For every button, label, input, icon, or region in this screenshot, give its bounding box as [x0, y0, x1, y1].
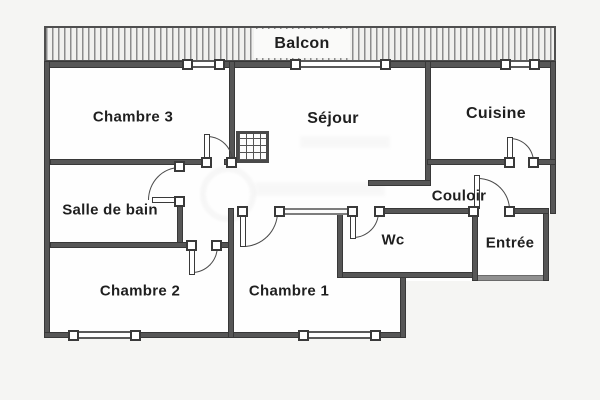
window-jamb — [529, 59, 540, 70]
room-label-balcon: Balcon — [274, 34, 330, 52]
door-jamb — [201, 157, 212, 168]
door-leaf-wc — [350, 215, 356, 239]
wall-sejour-bottom — [368, 180, 431, 186]
window-chambre2 — [77, 331, 133, 339]
wall-cuisine-bottom-right — [531, 159, 556, 165]
window-jamb — [370, 330, 381, 341]
wall-chambre3-sejour — [229, 61, 235, 163]
wall-couloir-mid — [380, 208, 469, 214]
window-jamb — [380, 59, 391, 70]
window-jamb — [130, 330, 141, 341]
wall-wc-left — [337, 208, 343, 278]
room-label-sejour: Séjour — [307, 110, 359, 127]
window-jamb — [182, 59, 193, 70]
balcony-hatch: Balcon — [44, 26, 556, 62]
door-jamb — [374, 206, 385, 217]
door-leaf-chambre2 — [189, 250, 195, 275]
room-label-couloir: Couloir — [431, 187, 487, 205]
wall-wc-bottom — [337, 272, 478, 278]
wall-bottom — [44, 332, 406, 338]
wall-wc-entree — [472, 208, 478, 281]
wall-step-vertical — [400, 277, 406, 338]
door-jamb — [237, 206, 248, 217]
wall-right — [550, 61, 556, 214]
door-jamb — [211, 240, 222, 251]
door-jamb — [174, 161, 185, 172]
wall-sejour-cuisine — [425, 61, 431, 186]
window-jamb — [214, 59, 225, 70]
room-label-chambre-1: Chambre 1 — [248, 282, 330, 300]
door-jamb — [468, 206, 479, 217]
door-leaf-chambre1 — [240, 215, 246, 247]
window-jamb — [290, 59, 301, 70]
door-jamb — [504, 157, 515, 168]
door-jamb — [186, 240, 197, 251]
door-jamb — [174, 196, 185, 207]
partition-couloir-thin — [282, 208, 348, 215]
door-jamb — [226, 157, 237, 168]
wall-entree-right — [543, 208, 549, 281]
window-jamb — [500, 59, 511, 70]
window-jamb — [68, 330, 79, 341]
wall-chambre2-chambre1 — [228, 208, 234, 338]
wall-couloir-right — [508, 208, 549, 214]
door-jamb — [528, 157, 539, 168]
wall-sdb-right — [177, 202, 183, 247]
room-label-wc: Wc — [381, 231, 405, 249]
door-jamb — [347, 206, 358, 217]
room-label-entree: Entrée — [485, 234, 535, 252]
watermark — [255, 182, 385, 196]
door-jamb — [274, 206, 285, 217]
room-label-chambre-2: Chambre 2 — [99, 282, 181, 300]
window-chambre3 — [190, 60, 218, 68]
balcony-label-chip: Balcon — [254, 29, 350, 58]
window-chambre1 — [308, 331, 374, 339]
window-cuisine — [508, 60, 532, 68]
wall-left — [44, 61, 50, 338]
watermark — [300, 136, 390, 148]
room-label-cuisine: Cuisine — [466, 105, 526, 122]
tiled-closet-box — [236, 131, 269, 163]
room-label-chambre-3: Chambre 3 — [92, 108, 174, 126]
door-jamb — [504, 206, 515, 217]
wall-sdb-bottom — [50, 242, 188, 248]
wall-sdb-bottom-stub — [212, 242, 232, 248]
room-fill-upper — [44, 61, 556, 214]
wall-chambre3-bottom — [50, 159, 204, 165]
wall-cuisine-bottom-left — [427, 159, 507, 165]
window-sejour — [298, 60, 384, 68]
wall-entree-bottom — [474, 275, 549, 281]
room-label-salle-de-bain: Salle de bain — [62, 201, 158, 219]
window-jamb — [298, 330, 309, 341]
